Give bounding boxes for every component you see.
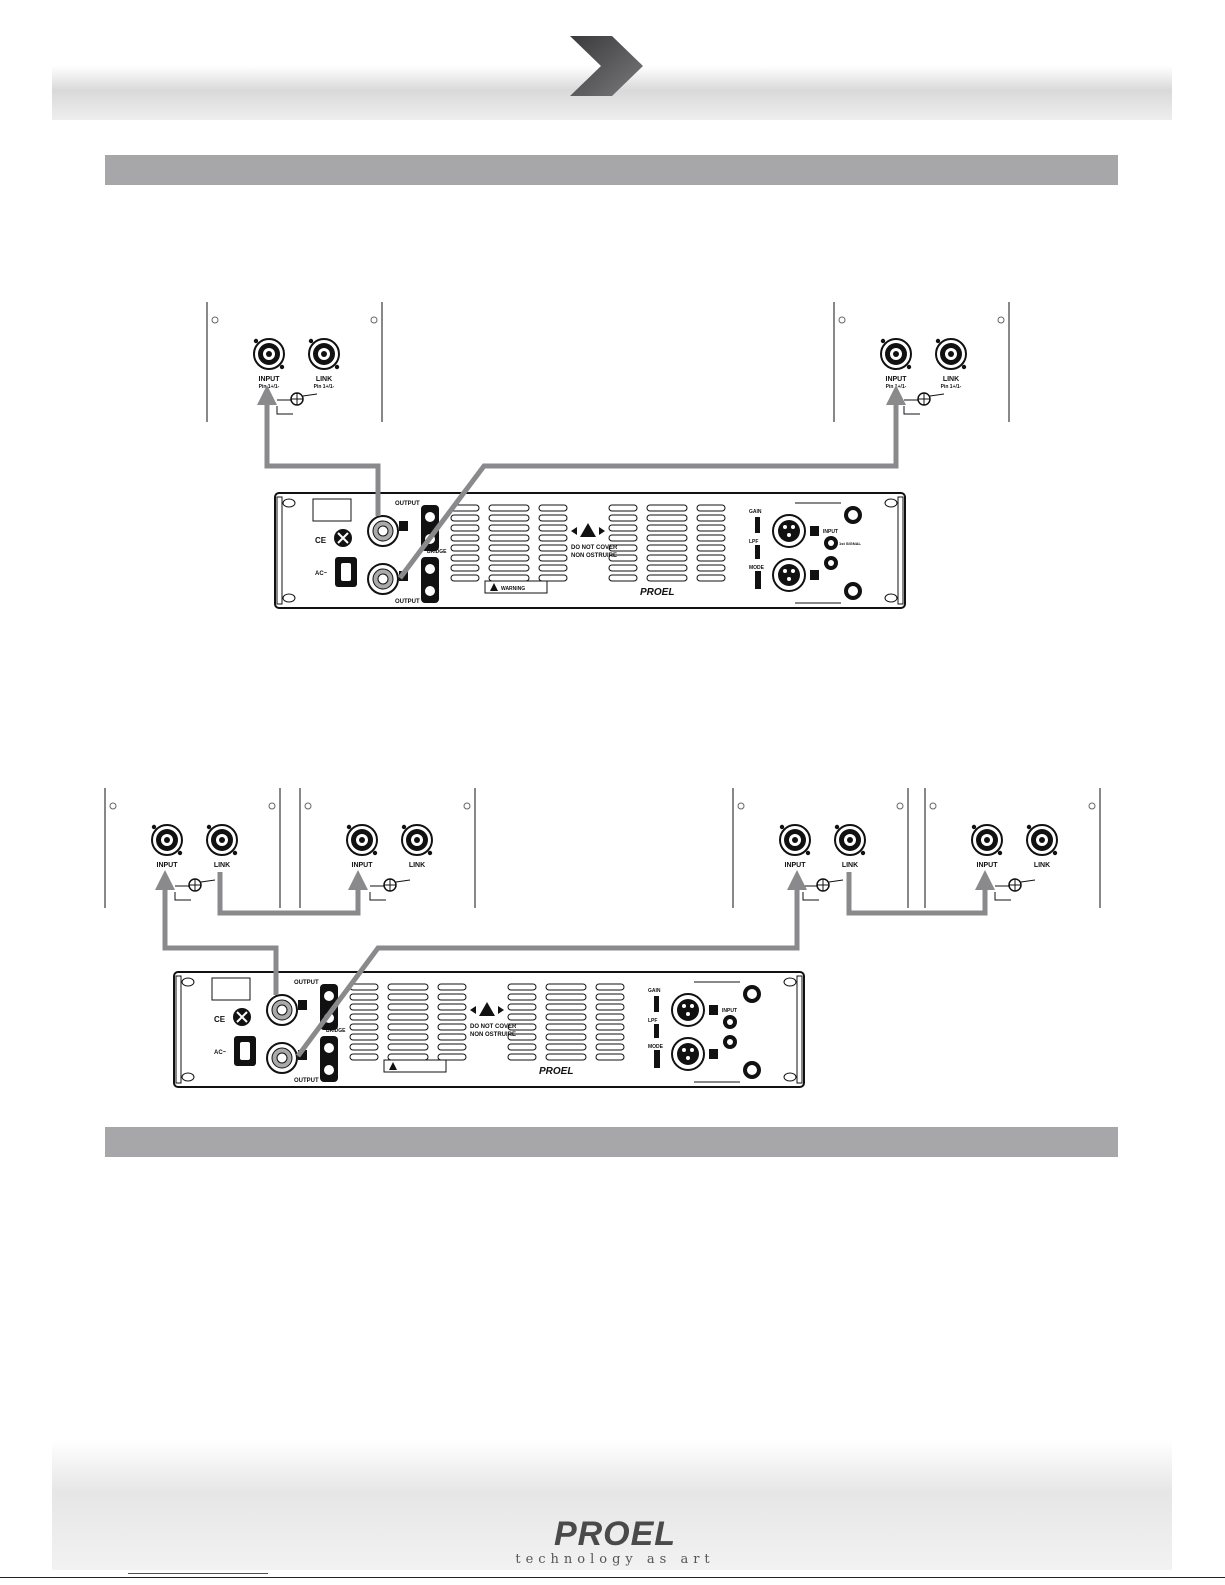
input-label: INPUT bbox=[886, 376, 908, 383]
gain-label: GAIN bbox=[648, 988, 661, 994]
pin-label: Pin 1+/1- bbox=[314, 384, 335, 390]
link-label: LINK bbox=[409, 862, 425, 869]
link-label: LINK bbox=[943, 376, 959, 383]
speaker-panel-1: INPUT LINK bbox=[105, 788, 280, 908]
amplifier-rear-panel-2: OUTPUT OUTPUT BRIDGE DO NOT COVER NON OS… bbox=[173, 971, 805, 1088]
bridge-label: BRIDGE bbox=[427, 549, 447, 555]
footer-logo: PROEL technology as art bbox=[505, 1515, 725, 1567]
speaker-panel-3: INPUT LINK bbox=[733, 788, 908, 908]
do-not-cover-label: DO NOT COVER bbox=[571, 545, 618, 551]
footer-rule bbox=[0, 1577, 1225, 1578]
chevron-right-icon bbox=[570, 36, 643, 96]
pin-label: Pin 1+/1- bbox=[886, 384, 907, 390]
section-bar-1 bbox=[105, 155, 1118, 185]
input-label: INPUT bbox=[259, 376, 281, 383]
speaker-panel-right: INPUT LINK Pin 1+/1- Pin 1+/1- bbox=[834, 302, 1009, 422]
footer-link-underline[interactable] bbox=[128, 1573, 268, 1574]
channel-1-label: 1 bbox=[302, 999, 307, 1008]
speaker-panel-4: INPUT LINK bbox=[925, 788, 1100, 908]
gain-label: GAIN bbox=[749, 509, 762, 515]
input-label: INPUT bbox=[157, 862, 179, 869]
lpf-label: LPF bbox=[648, 1018, 657, 1024]
amp-input-label: INPUT bbox=[823, 529, 838, 535]
non-ostruire-label: NON OSTRUIRE bbox=[571, 553, 617, 559]
diagram-1: INPUT LINK Pin 1+/1- Pin 1+/1- INPUT LIN… bbox=[207, 302, 1009, 609]
speaker-panel-2: INPUT LINK bbox=[300, 788, 475, 908]
channel-1-label: 1 bbox=[403, 520, 408, 529]
ce-label: CE bbox=[214, 1015, 226, 1024]
output-label: OUTPUT bbox=[395, 501, 420, 507]
mode-label: MODE bbox=[648, 1044, 664, 1050]
non-ostruire-label: NON OSTRUIRE bbox=[470, 1032, 516, 1038]
pin-label: Pin 1+/1- bbox=[941, 384, 962, 390]
amp-brand-label: PROEL bbox=[539, 1066, 573, 1077]
section-bar-2 bbox=[105, 1127, 1118, 1157]
bridge-label: BRIDGE bbox=[326, 1028, 346, 1034]
warning-label: WARNING bbox=[501, 586, 525, 592]
signal-label: 1st SIGNAL bbox=[839, 541, 862, 546]
tagline: technology as art bbox=[515, 1552, 715, 1567]
input-label: INPUT bbox=[785, 862, 807, 869]
cables bbox=[257, 385, 906, 580]
mode-label: MODE bbox=[749, 565, 765, 571]
ce-label: CE bbox=[315, 536, 327, 545]
diagram-2: INPUT LINK INPUT LINK INPUT LINK INPUT L… bbox=[105, 788, 1100, 1088]
output-label: OUTPUT bbox=[294, 1078, 319, 1084]
lpf-label: LPF bbox=[749, 539, 758, 545]
channel-2-label: 2 bbox=[302, 1049, 307, 1058]
output-label: OUTPUT bbox=[294, 980, 319, 986]
link-label: LINK bbox=[1034, 862, 1050, 869]
link-label: LINK bbox=[316, 376, 332, 383]
ac-label: AC~ bbox=[214, 1050, 227, 1056]
speaker-panel-left: INPUT LINK Pin 1+/1- Pin 1+/1- bbox=[207, 302, 382, 422]
proel-logo: PROEL bbox=[553, 1515, 677, 1553]
input-label: INPUT bbox=[977, 862, 999, 869]
output-label: OUTPUT bbox=[395, 599, 420, 605]
link-label: LINK bbox=[842, 862, 858, 869]
pin-label: Pin 1+/1- bbox=[259, 384, 280, 390]
link-label: LINK bbox=[214, 862, 230, 869]
ac-label: AC~ bbox=[315, 571, 328, 577]
footer-band bbox=[52, 1440, 1172, 1570]
input-label: INPUT bbox=[352, 862, 374, 869]
amp-brand-label: PROEL bbox=[640, 587, 674, 598]
do-not-cover-label: DO NOT COVER bbox=[470, 1024, 517, 1030]
cables-2 bbox=[155, 870, 995, 1058]
amplifier-rear-panel: OUTPUT OUTPUT BRIDGE DO NOT COVER NON OS… bbox=[274, 492, 906, 609]
amp-input-label: INPUT bbox=[722, 1008, 737, 1014]
